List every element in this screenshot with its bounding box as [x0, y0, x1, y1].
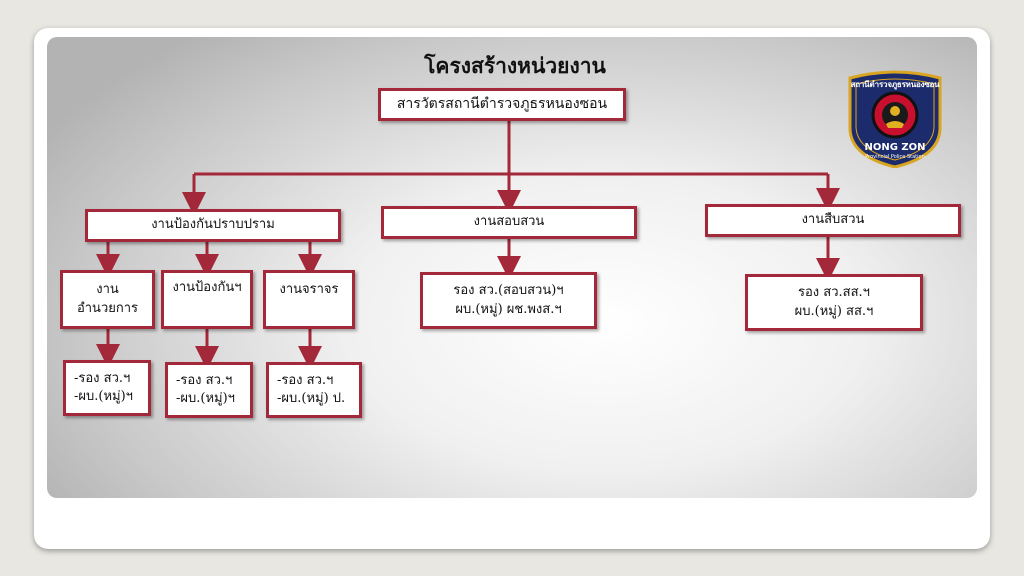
investigation-staff-line1: รอง สว.(สอบสวน)ฯ	[453, 283, 564, 299]
admin-unit-line2: อำนวยการ	[76, 300, 139, 316]
investigation-staff-line2: ผบ.(หมู่) ผช.พงส.ฯ	[455, 301, 562, 317]
inquiry-division-box: งานสืบสวน	[705, 204, 961, 237]
logo-subtitle: Provincial Police Station	[865, 154, 925, 160]
logo-name: NONG ZON	[864, 142, 926, 153]
inquiry-staff-box: รอง สว.สส.ฯ ผบ.(หมู่) สส.ฯ	[745, 274, 923, 331]
investigation-division-label: งานสอบสวน	[473, 214, 545, 230]
traffic-unit-label: งานจราจร	[279, 282, 339, 297]
traffic-staff-box: -รอง สว.ฯ -ผบ.(หมู่) ป.	[266, 362, 362, 418]
traffic-unit-box: งานจราจร	[263, 270, 355, 329]
root-box: สารวัตรสถานีตำรวจภูธรหนองซอน	[378, 88, 626, 121]
traffic-staff-line1: -รอง สว.ฯ	[277, 372, 334, 388]
inquiry-staff-line1: รอง สว.สส.ฯ	[798, 285, 870, 301]
prevention-division-box: งานป้องกันปราบปราม	[85, 209, 341, 242]
admin-unit-box: งาน อำนวยการ	[60, 270, 155, 329]
inquiry-staff-line2: ผบ.(หมู่) สส.ฯ	[794, 303, 874, 319]
root-label: สารวัตรสถานีตำรวจภูธรหนองซอน	[396, 95, 608, 112]
prevent-staff-line1: -รอง สว.ฯ	[176, 372, 233, 388]
prevent-staff-line2: -ผบ.(หมู่)ฯ	[176, 391, 235, 406]
admin-staff-line2: -ผบ.(หมู่)ฯ	[74, 389, 133, 404]
page-title: โครงสร้างหน่วยงาน	[424, 53, 606, 78]
prevention-division-label: งานป้องกันปราบปราม	[151, 217, 275, 233]
inquiry-division-label: งานสืบสวน	[801, 212, 865, 228]
admin-staff-line1: -รอง สว.ฯ	[74, 370, 131, 386]
admin-staff-box: -รอง สว.ฯ -ผบ.(หมู่)ฯ	[63, 360, 151, 416]
prevent-unit-label: งานป้องกันฯ	[172, 280, 242, 295]
logo-top-text: สถานีตำรวจภูธรหนองซอน	[850, 80, 940, 89]
admin-unit-line1: งาน	[96, 282, 119, 298]
investigation-division-box: งานสอบสวน	[381, 206, 637, 239]
prevent-staff-box: -รอง สว.ฯ -ผบ.(หมู่)ฯ	[165, 362, 253, 418]
police-badge-icon: สถานีตำรวจภูธรหนองซอน NONG ZON Provincia…	[842, 68, 948, 169]
investigation-staff-box: รอง สว.(สอบสวน)ฯ ผบ.(หมู่) ผช.พงส.ฯ	[420, 272, 597, 329]
prevent-unit-box: งานป้องกันฯ	[161, 270, 253, 329]
traffic-staff-line2: -ผบ.(หมู่) ป.	[277, 391, 346, 406]
